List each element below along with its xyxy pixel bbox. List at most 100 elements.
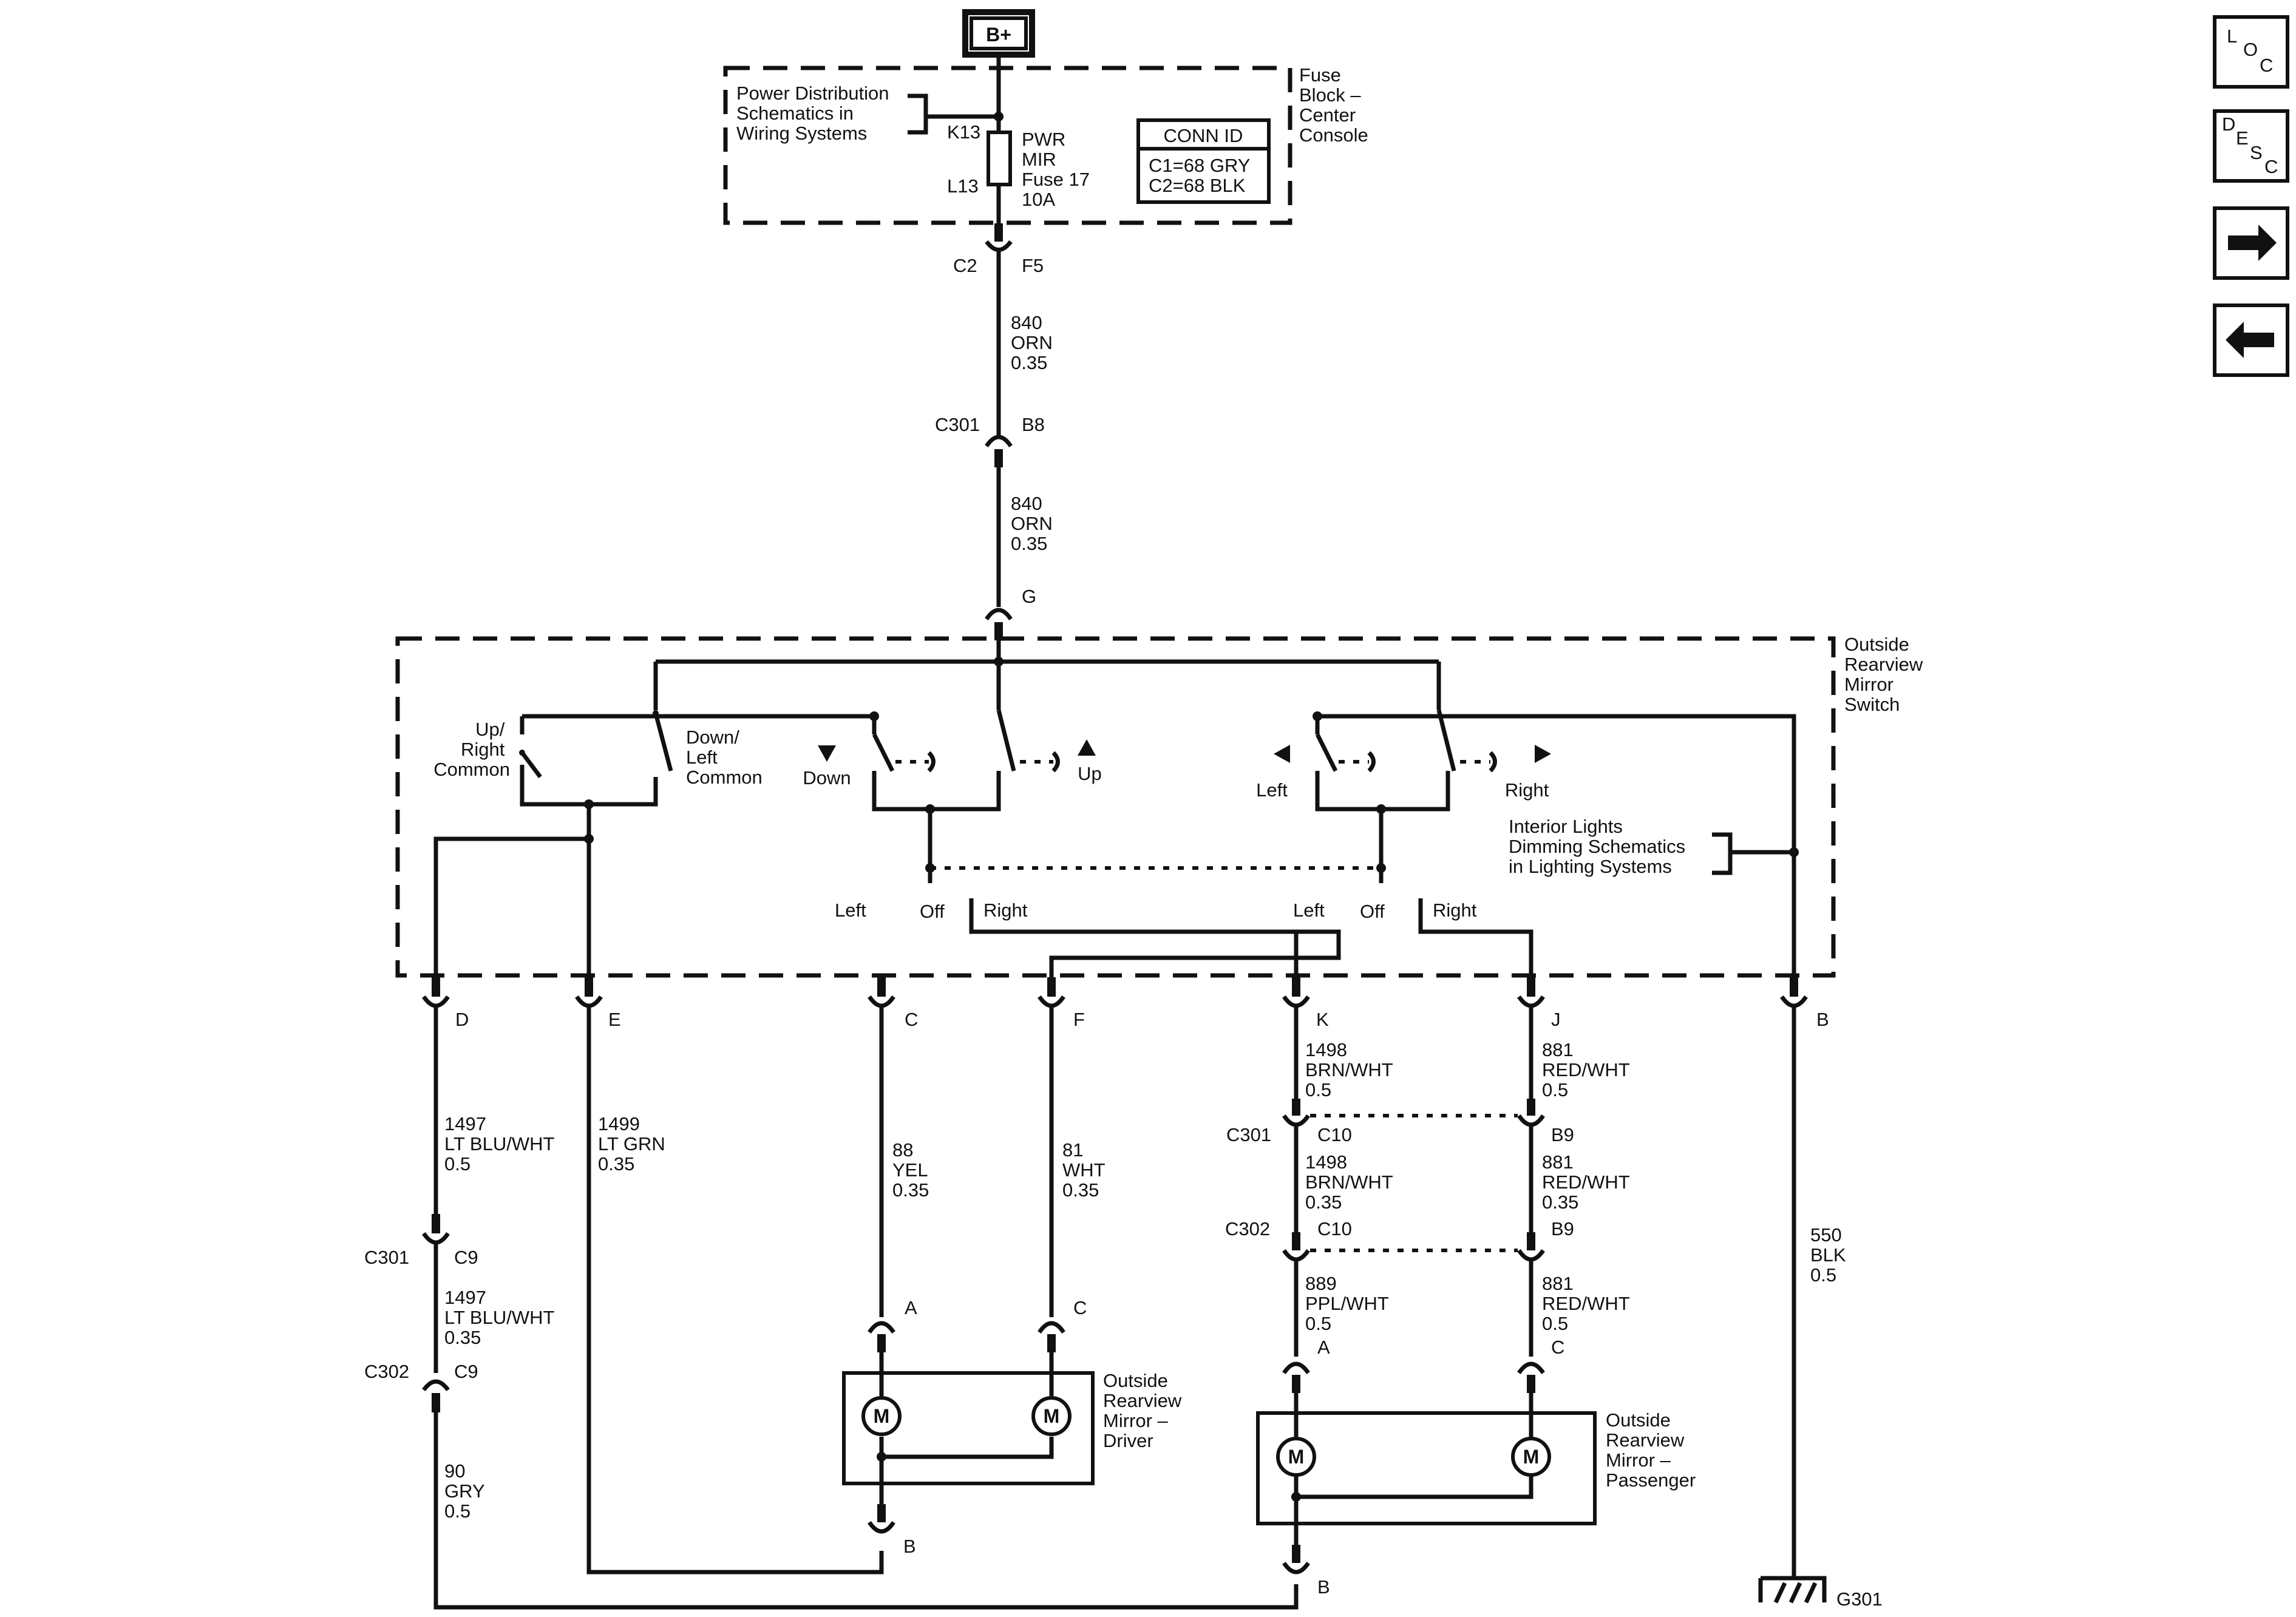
position-left-1: Left (835, 900, 866, 921)
passenger-pin-c: C (1517, 1337, 1564, 1393)
battery-label: B+ (986, 24, 1011, 46)
pin-j: J (1517, 977, 1561, 1030)
down-arrow-icon (818, 745, 836, 762)
driver-motor-wiring (879, 1352, 1054, 1481)
svg-text:D: D (455, 1009, 469, 1030)
down-left-common-label: Down/ Left Common (686, 727, 763, 788)
down-left-common-contact (653, 713, 673, 771)
next-page-button[interactable] (2213, 206, 2289, 280)
connector-c301-c9: C301 C9 (364, 1214, 478, 1268)
passenger-motor-1: M (1276, 1437, 1316, 1477)
wire-840-a-label: 840 ORN 0.35 (1011, 312, 1058, 373)
wire-550-label: 550 BLK 0.5 (1810, 1224, 1851, 1286)
svg-text:B8: B8 (1022, 414, 1045, 435)
right-arrow-icon (1535, 745, 1551, 763)
power-distribution-ref: Power Distribution Schematics in Wiring … (736, 83, 894, 144)
passenger-mirror-name: Outside Rearview Mirror – Passenger (1606, 1409, 1696, 1491)
fuse-block-outline (723, 66, 1292, 225)
left-right-detents (1367, 751, 1497, 773)
svg-text:A: A (905, 1297, 917, 1318)
common-bus (520, 714, 1796, 986)
driver-mirror-name: Outside Rearview Mirror – Driver (1103, 1370, 1187, 1451)
connector-c301-c10: C301 C10 (1226, 1099, 1352, 1145)
fuse-label: PWR MIR Fuse 17 10A (1022, 129, 1095, 210)
common-bar (520, 765, 658, 807)
ref-bracket (908, 93, 999, 135)
svg-text:C: C (2264, 156, 2278, 177)
switch-pins: D E C F K J B (422, 977, 1829, 1030)
wire-88-label: 88 YEL 0.35 (892, 1139, 932, 1201)
desc-button[interactable]: D E S C (2213, 109, 2289, 183)
connector-c302-c9: C302 C9 (364, 1361, 478, 1412)
svg-text:D: D (2222, 114, 2235, 135)
svg-text:E: E (608, 1009, 621, 1030)
svg-text:M: M (874, 1405, 890, 1427)
connector-c302-c10: C302 C10 (1225, 1218, 1352, 1262)
wire-1499-label: 1499 LT GRN 0.35 (598, 1113, 670, 1175)
passenger-pin-a: A (1282, 1337, 1330, 1393)
svg-text:M: M (1044, 1405, 1060, 1427)
passenger-motor-wiring (1294, 1393, 1533, 1524)
up-down-detents (927, 751, 1060, 773)
off-label-2: Off (1360, 901, 1385, 922)
next-arrow-icon (2228, 225, 2277, 261)
left-right-contacts (1315, 710, 1456, 772)
passenger-pin-b: B (1282, 1545, 1330, 1598)
dimming-ref: Interior Lights Dimming Schematics in Li… (1509, 816, 1691, 877)
conn-id-title: CONN ID (1164, 125, 1243, 146)
position-left-2: Left (1293, 900, 1325, 921)
off-stems (928, 868, 1384, 883)
fuse-term-bottom: L13 (947, 175, 979, 197)
svg-text:C302: C302 (1225, 1218, 1270, 1239)
connector-c302-b9: B9 (1517, 1218, 1574, 1262)
up-down-contacts (872, 710, 1016, 772)
switch-name: Outside Rearview Mirror Switch (1844, 634, 1928, 715)
battery-positive-terminal: B+ (962, 9, 1035, 58)
position-right-2: Right (1433, 900, 1477, 921)
svg-text:C301: C301 (1226, 1124, 1271, 1145)
wire-1497-b-label: 1497 LT BLU/WHT 0.35 (444, 1287, 560, 1348)
fuse-17-symbol (987, 131, 1012, 186)
svg-text:K: K (1316, 1009, 1329, 1030)
route-d (433, 804, 591, 986)
driver-pin-b: B (868, 1504, 916, 1557)
svg-text:C: C (905, 1009, 918, 1030)
pin-k: K (1282, 977, 1329, 1030)
right-label: Right (1505, 779, 1549, 801)
left-label: Left (1256, 779, 1288, 801)
loc-button[interactable]: L O C (2213, 15, 2289, 89)
outside-rearview-mirror-driver: A C M M Outside Rearview Mirror – Driver… (842, 1297, 1187, 1557)
dimming-bracket (1712, 832, 1794, 875)
svg-text:J: J (1551, 1009, 1561, 1030)
wire-81-label: 81 WHT 0.35 (1062, 1139, 1110, 1201)
conn-id-line-2: C2=68 BLK (1149, 175, 1246, 196)
driver-motor-2: M (1031, 1396, 1072, 1436)
wire-881-c-label: 881 RED/WHT 0.5 (1542, 1273, 1635, 1334)
outside-rearview-mirror-passenger: A C M M Outside Rearview Mirror – Passen… (1256, 1337, 1696, 1598)
connector-c301-b9: B9 (1517, 1099, 1574, 1145)
connector-c301-b8: C301 B8 (935, 414, 1045, 467)
driver-pin-a: A (868, 1297, 917, 1352)
pin-b: B (1780, 977, 1829, 1030)
switch-outline (395, 636, 1836, 978)
svg-text:E: E (2236, 127, 2249, 149)
prev-page-button[interactable] (2213, 303, 2289, 377)
up-down-bar (872, 771, 1001, 812)
svg-text:C302: C302 (364, 1361, 409, 1382)
connector-c2-f5: C2 F5 (953, 223, 1044, 276)
wire-881-a-label: 881 RED/WHT 0.5 (1542, 1039, 1635, 1100)
pin-f: F (1038, 977, 1085, 1030)
up-label: Up (1078, 763, 1102, 784)
pin-e: E (575, 977, 621, 1030)
wire-90-gry (433, 1412, 1299, 1610)
svg-text:C: C (1551, 1337, 1564, 1358)
svg-text:C9: C9 (454, 1361, 478, 1382)
svg-text:F5: F5 (1022, 255, 1044, 276)
svg-text:C9: C9 (454, 1247, 478, 1268)
selector-stems (928, 809, 1384, 868)
down-label: Down (803, 767, 851, 788)
svg-text:B: B (903, 1536, 916, 1557)
route-j (1418, 898, 1533, 986)
